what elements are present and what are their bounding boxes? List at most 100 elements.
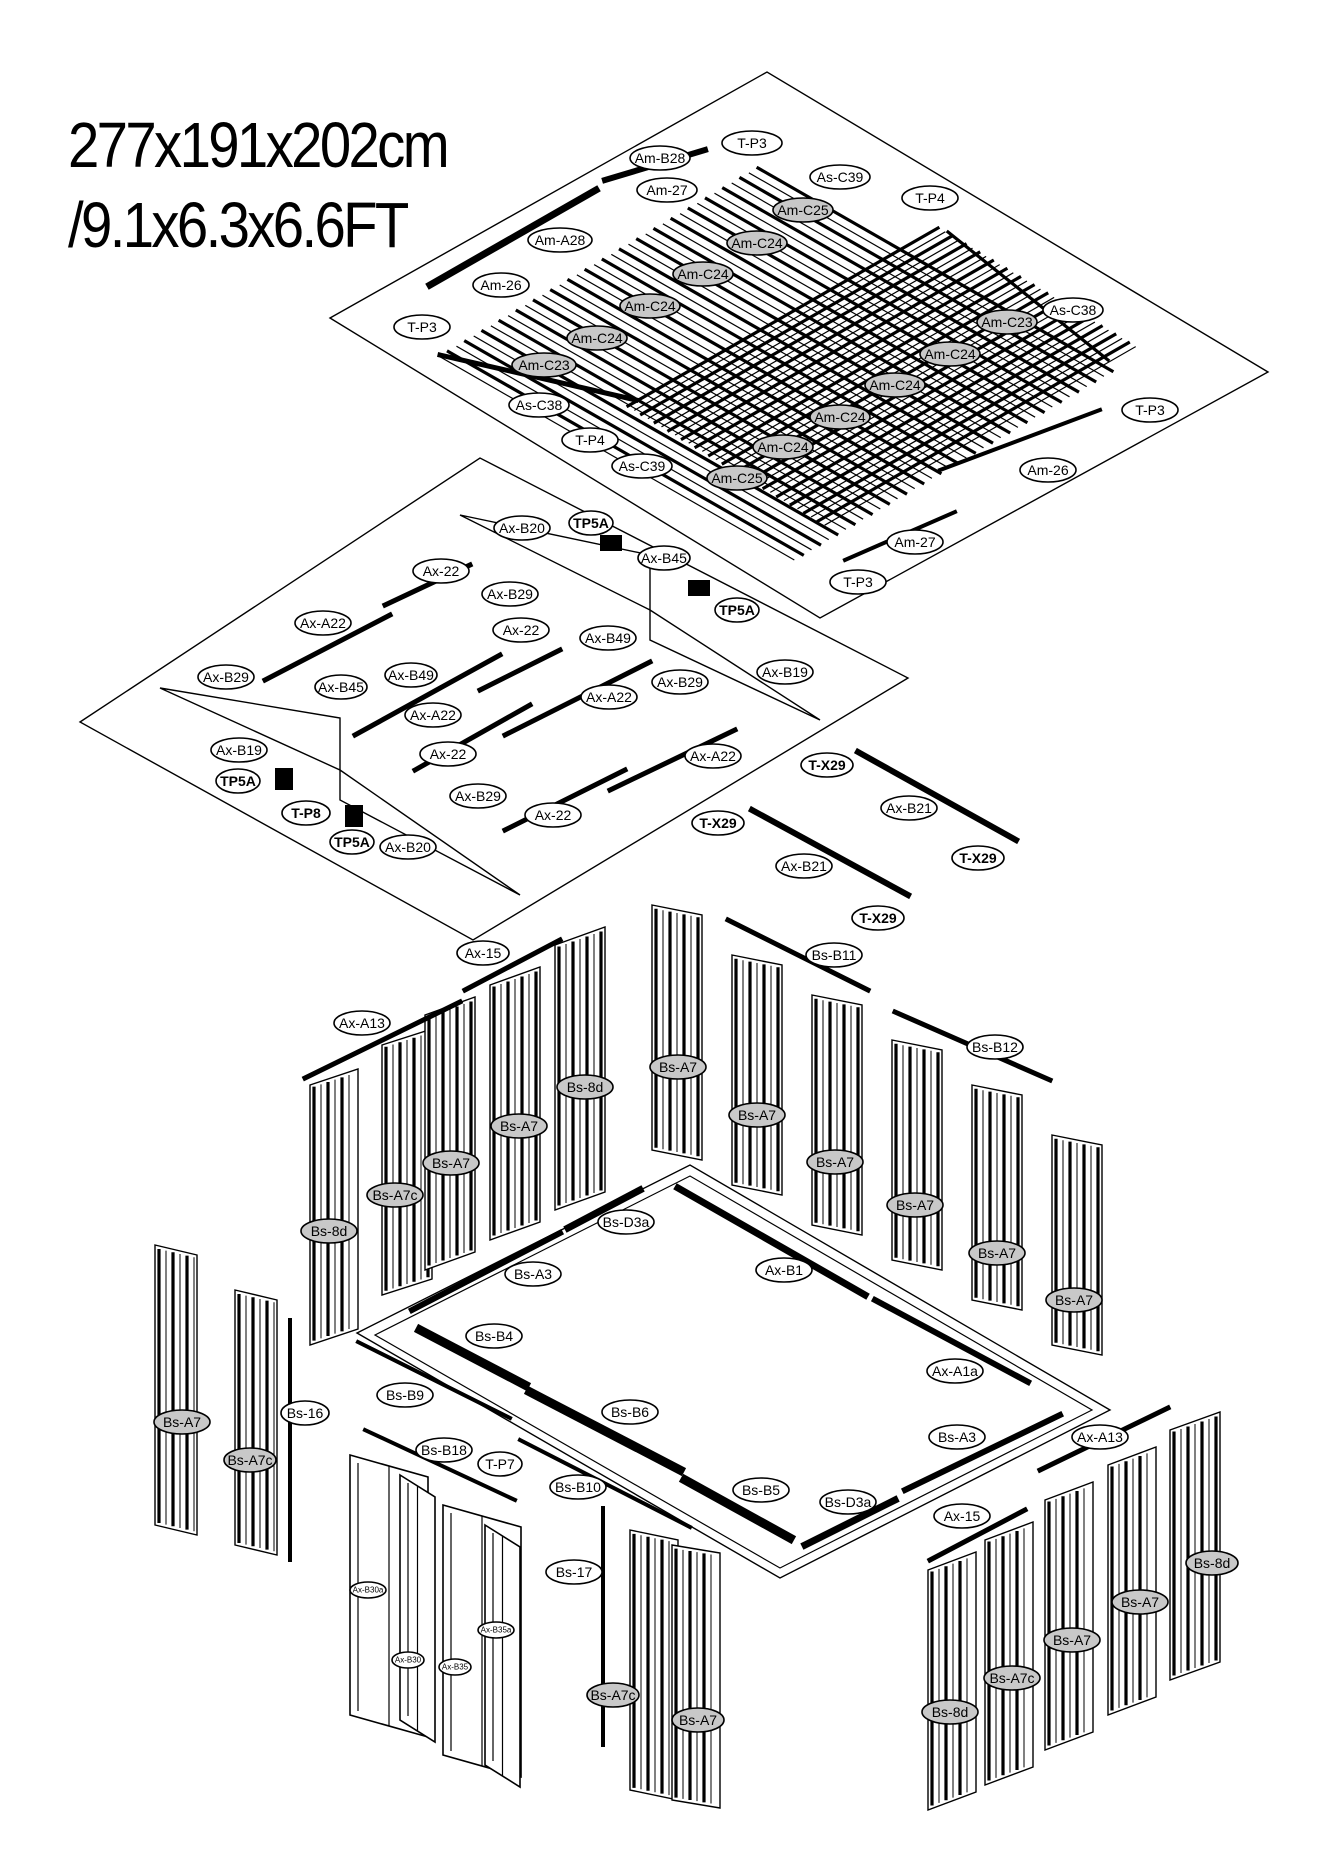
- roof-rib: [680, 258, 995, 441]
- floor-bs-b4: [413, 1323, 532, 1392]
- part-label-text: Am-C24: [924, 346, 976, 362]
- part-label-roof: Am-A28: [527, 227, 593, 253]
- part-label-door: Ax-B30: [391, 1651, 425, 1669]
- part-label-text: TP5A: [334, 834, 370, 850]
- gable-truss-right-bottom: [649, 608, 821, 721]
- part-label-roof: Am-26: [1019, 457, 1077, 483]
- roof-rib: [701, 272, 1014, 452]
- part-label-text: Bs-8d: [932, 1704, 969, 1720]
- roof-rib: [601, 257, 960, 465]
- part-label-walls_back: Bs-A7: [490, 1113, 548, 1139]
- part-label-text: Bs-A7: [978, 1245, 1016, 1261]
- part-label-frame: Ax-B45: [314, 674, 368, 700]
- part-label-text: Bs-B11: [812, 947, 857, 963]
- frame-plate: [78, 457, 910, 941]
- part-label-text: Ax-A22: [586, 689, 632, 705]
- wall-bs-a7-back-4: [891, 1039, 943, 1271]
- part-label-text: Ax-A22: [300, 615, 346, 631]
- floor-plate-inner: [373, 1175, 1094, 1569]
- floor-bs-a3-back: [407, 1228, 565, 1315]
- wall-bs-a7-back-5: [971, 1084, 1023, 1311]
- part-label-text: Bs-A7c: [227, 1452, 272, 1468]
- roof-bar-am-26: [937, 407, 1103, 473]
- wall-bs-a7c-front-left: [234, 1289, 278, 1556]
- part-label-text: Bs-A7: [679, 1712, 717, 1728]
- part-label-text: Bs-A7: [432, 1155, 470, 1171]
- floor-bs-a3-front: [900, 1410, 1065, 1495]
- part-label-walls_back: Bs-8d: [300, 1218, 358, 1244]
- roof-plate: [328, 71, 1270, 619]
- part-label-text: Bs-B4: [475, 1328, 513, 1344]
- part-label-floor: Bs-D3a: [819, 1489, 877, 1515]
- part-label-text: Ax-B30: [395, 1656, 422, 1665]
- part-label-floor: Bs-B9: [376, 1382, 434, 1408]
- part-label-text: Ax-B1: [765, 1262, 803, 1278]
- part-label-text: Ax-B29: [203, 669, 249, 685]
- beam-ax-22-5: [501, 766, 629, 834]
- part-label-rails: Ax-B21: [880, 795, 938, 821]
- part-label-text: As-C39: [619, 458, 666, 474]
- part-label-text: Ax-B20: [385, 839, 431, 855]
- part-label-rails: T-X29: [691, 810, 745, 836]
- vent-tp5a-1: [275, 768, 293, 790]
- part-label-text: Ax-B49: [388, 667, 434, 683]
- part-label-walls_back: Bs-A7: [422, 1150, 480, 1176]
- part-label-walls_back: Bs-A7c: [366, 1182, 424, 1208]
- part-label-floor: Bs-D3a: [597, 1209, 655, 1235]
- roof-rib: [549, 288, 908, 496]
- part-label-text: Bs-A7: [738, 1107, 776, 1123]
- part-label-walls_back: Bs-A7: [649, 1054, 707, 1080]
- part-label-frame: Ax-B29: [481, 581, 539, 607]
- part-label-text: Am-C24: [814, 409, 866, 425]
- vent-tp5a-3: [600, 535, 622, 551]
- part-label-text: Ax-22: [423, 563, 460, 579]
- part-label-frame: Ax-A22: [294, 610, 352, 636]
- part-label-roof: T-P3: [393, 314, 451, 340]
- part-label-floor: Bs-16: [280, 1400, 330, 1426]
- part-label-frame: Ax-A22: [684, 743, 742, 769]
- part-label-text: Ax-15: [944, 1508, 981, 1524]
- part-label-text: Ax-15: [465, 945, 502, 961]
- part-label-roof: As-C39: [809, 164, 871, 190]
- part-label-text: Ax-B19: [762, 664, 808, 680]
- wall-bs-8d-left-2: [554, 926, 606, 1211]
- part-label-door: Ax-B35a: [477, 1621, 515, 1639]
- part-label-text: Am-C24: [731, 235, 783, 251]
- part-label-walls_back: Ax-15: [456, 940, 510, 966]
- part-label-text: Bs-A7c: [989, 1670, 1034, 1686]
- part-label-frame: Ax-22: [419, 741, 477, 767]
- roof-rib: [610, 253, 967, 459]
- part-label-text: Bs-D3a: [603, 1214, 650, 1230]
- roof-rib: [761, 307, 1077, 491]
- part-label-roof: T-P3: [721, 130, 783, 156]
- beam-ax-a22-3: [606, 726, 739, 794]
- part-label-text: Bs-A7: [1121, 1594, 1159, 1610]
- wall-bs-8d-right-2: [1169, 1411, 1221, 1681]
- part-label-roof: Am-C24: [672, 261, 734, 287]
- part-label-text: Bs-8d: [1194, 1555, 1231, 1571]
- part-label-text: TP5A: [719, 602, 755, 618]
- part-label-text: T-X29: [959, 850, 997, 866]
- part-label-text: Ax-B29: [455, 788, 501, 804]
- part-label-text: T-P3: [1135, 402, 1165, 418]
- part-label-floor: Bs-A3: [504, 1261, 562, 1287]
- part-label-roof: Am-27: [636, 177, 698, 203]
- door-left-leaf-b: [399, 1473, 436, 1744]
- part-label-text: Ax-A1a: [932, 1363, 978, 1379]
- part-label-floor: Bs-B5: [732, 1477, 790, 1503]
- part-label-walls_front: Bs-A7: [671, 1707, 725, 1733]
- part-label-roof: Am-C24: [919, 341, 981, 367]
- part-label-text: Bs-A3: [938, 1429, 976, 1445]
- part-label-walls_back: Bs-A7: [806, 1149, 864, 1175]
- floor-bs-b9: [355, 1339, 513, 1421]
- part-label-walls_back: Bs-A7: [886, 1192, 944, 1218]
- part-label-walls_back: Bs-A7: [728, 1102, 786, 1128]
- part-label-floor: T-P7: [477, 1451, 523, 1477]
- part-label-text: Bs-16: [287, 1405, 324, 1421]
- part-label-rails: Ax-B21: [775, 853, 833, 879]
- roof-rib: [797, 329, 1109, 510]
- part-label-text: T-P4: [575, 432, 605, 448]
- part-label-text: T-P4: [915, 190, 945, 206]
- wall-bs-a7-back-1: [651, 904, 703, 1161]
